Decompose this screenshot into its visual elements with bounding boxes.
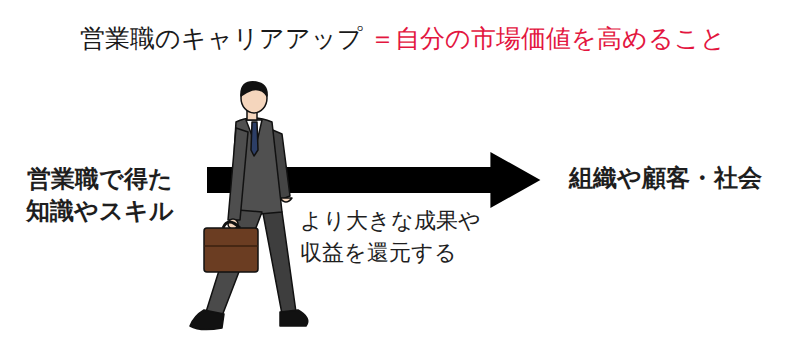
circle-node: 組織や顧客・社会 bbox=[540, 65, 790, 315]
city-skyline bbox=[540, 85, 796, 337]
circle-node: 営業職で得た 知識やスキル bbox=[0, 87, 208, 303]
arrow-label: より大きな成果や 収益を還元する bbox=[300, 205, 489, 269]
circle-fill bbox=[0, 87, 208, 303]
circle-outline bbox=[0, 87, 208, 303]
diagram-title: 営業職のキャリアアップ bbox=[80, 24, 363, 54]
node-label: 営業職で得た 知識やスキル bbox=[24, 163, 175, 228]
circle-fill bbox=[540, 65, 790, 315]
node-label: 組織や顧客・社会 bbox=[557, 162, 773, 194]
node-text-row: 営業職で得た 知識やスキル bbox=[0, 163, 208, 228]
node-text-row: 組織や顧客・社会 bbox=[540, 162, 790, 194]
title-emphasis: ＝自分の市場価値を高めること bbox=[370, 24, 726, 54]
